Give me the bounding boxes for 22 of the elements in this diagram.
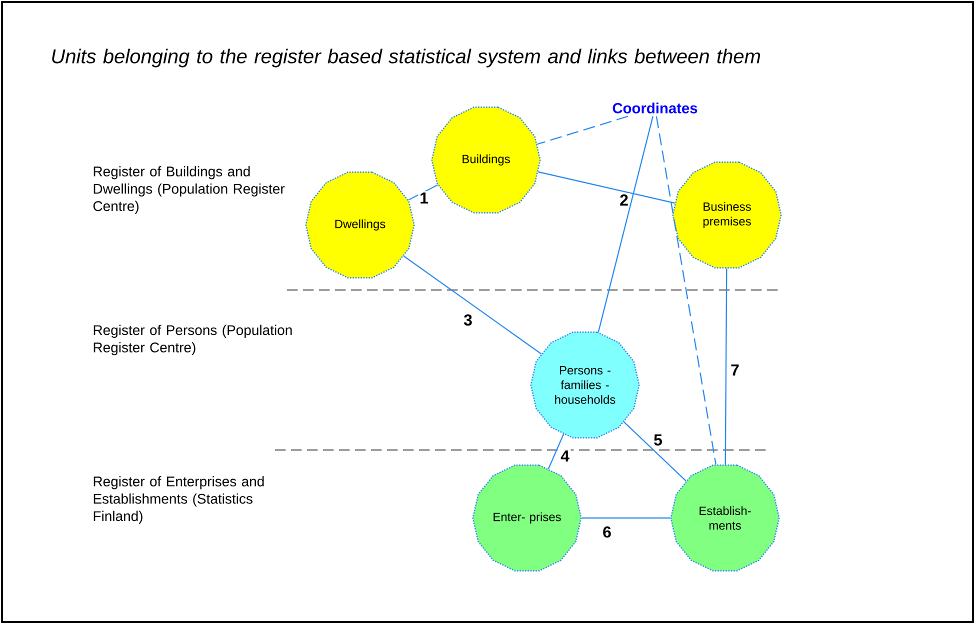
connector: [624, 422, 687, 482]
connector: [724, 268, 728, 465]
register-label: Register of Persons (Population Register Centre): [94, 324, 292, 356]
edge-label: 4: [559, 449, 571, 463]
connector: [538, 171, 676, 204]
register-label: Register of Buildings and Dwellings (Population Register Centre): [93, 166, 285, 214]
connector: [656, 116, 716, 465]
edge-label: 3: [462, 312, 474, 327]
connector: [403, 256, 542, 354]
edge-label: 2: [618, 193, 630, 207]
title: Units belonging to the register based statistical system and links between them: [52, 48, 760, 68]
connector: [537, 116, 628, 145]
connector: [548, 434, 564, 470]
connector: [582, 517, 670, 519]
connector: [598, 116, 654, 332]
edge-label: 6: [601, 525, 613, 539]
edge-label: 5: [652, 433, 664, 447]
register-label: Register of Enterprises and Establishments (Statistics Finland): [94, 476, 264, 524]
connector: [408, 184, 438, 201]
edge-label: 1: [418, 191, 430, 205]
coordinates-label: Coordinates: [612, 102, 698, 114]
edge-label: 7: [729, 363, 741, 377]
